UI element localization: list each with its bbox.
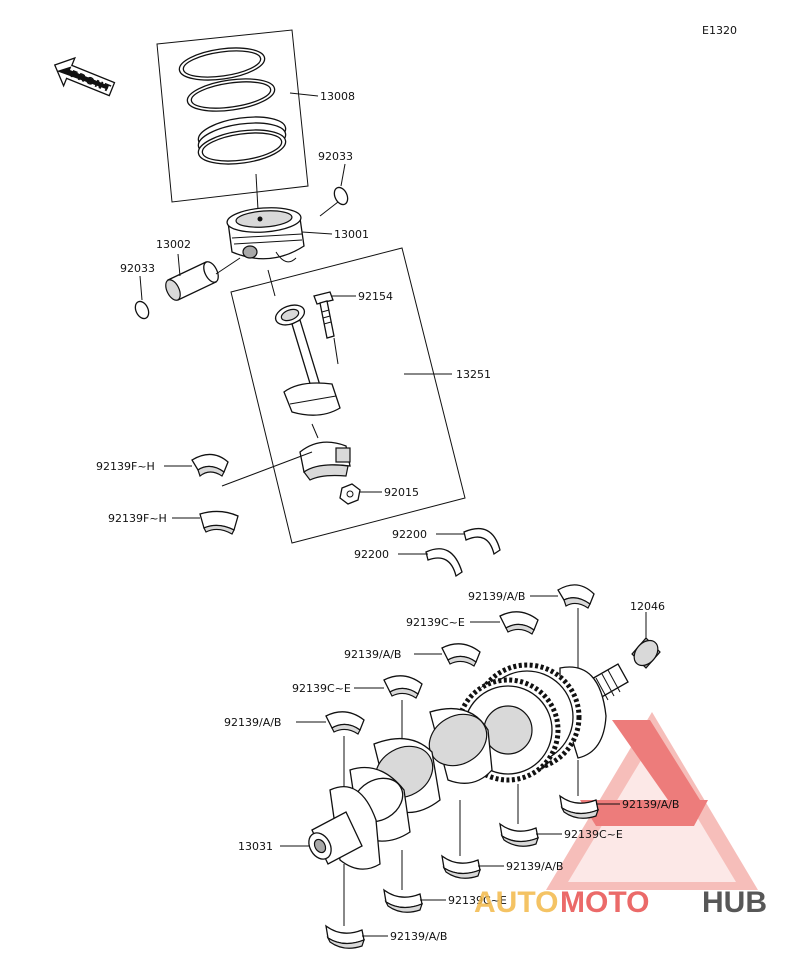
- label-92033-left: 92033: [120, 262, 155, 275]
- label-92139ab-1: 92139/A/B: [468, 590, 525, 603]
- circlip-left: [134, 300, 150, 320]
- label-92139ab-3: 92139/A/B: [224, 716, 281, 729]
- watermark-moto: MOTO: [560, 886, 649, 919]
- label-92015: 92015: [384, 486, 419, 499]
- crankshaft: [280, 662, 629, 870]
- label-92154: 92154: [358, 290, 393, 303]
- label-92033-top: 92033: [318, 150, 353, 163]
- label-13001: 13001: [334, 228, 369, 241]
- conrod-bolt: [313, 291, 356, 365]
- label-92139ce-1: 92139C~E: [406, 616, 465, 629]
- main-bearing-ce-1: [470, 611, 539, 635]
- piston-pin: [165, 253, 241, 301]
- label-12046: 12046: [630, 600, 665, 613]
- thrust-washer-upper: [436, 527, 501, 556]
- label-92139ab-5: 92139/A/B: [506, 860, 563, 873]
- bearing-fh-lower: [172, 510, 239, 535]
- watermark-text: AUTO MOTO HUB: [474, 886, 767, 919]
- diagram-code: E1320: [702, 24, 737, 37]
- connecting-rod: [267, 269, 341, 416]
- label-92139fh-lower: 92139F~H: [108, 512, 167, 525]
- circlip-top: [333, 186, 349, 206]
- main-bearing-ce-2: [354, 675, 423, 760]
- label-92139fh-upper: 92139F~H: [96, 460, 155, 473]
- label-13008: 13008: [320, 90, 355, 103]
- label-92139ce-2: 92139C~E: [292, 682, 351, 695]
- needle-bearing: [631, 612, 661, 669]
- watermark-auto: AUTO: [474, 886, 558, 919]
- piston: [226, 173, 339, 263]
- main-bearing-ce-4: [383, 850, 446, 913]
- main-bearing-ab-1: [530, 584, 595, 672]
- main-bearing-ab-4: [559, 760, 620, 819]
- label-92139ce-3: 92139C~E: [564, 828, 623, 841]
- watermark-hub: HUB: [702, 886, 767, 919]
- main-bearing-ab-2: [414, 643, 481, 667]
- label-92139ab-4: 92139/A/B: [622, 798, 679, 811]
- main-bearing-ce-3: [499, 784, 562, 847]
- label-13002: 13002: [156, 238, 191, 251]
- conrod-cap: [299, 423, 351, 481]
- label-13031: 13031: [238, 840, 273, 853]
- front-arrow-icon: FRONT: [53, 56, 116, 97]
- label-92200-upper: 92200: [392, 528, 427, 541]
- label-92200-lower: 92200: [354, 548, 389, 561]
- rings-bracket: [156, 29, 309, 203]
- label-13251: 13251: [456, 368, 491, 381]
- label-92139ce-4: 92139C~E: [448, 894, 507, 907]
- conrod-nut: [339, 483, 382, 505]
- label-92139ab-2: 92139/A/B: [344, 648, 401, 661]
- watermark-logo: [546, 712, 758, 890]
- bearing-fh-upper: [164, 451, 313, 487]
- main-bearing-ab-5: [441, 800, 504, 879]
- piston-rings-group: [156, 29, 319, 203]
- main-bearing-ab-6: [325, 864, 388, 949]
- label-92139ab-6: 92139/A/B: [390, 930, 447, 943]
- main-bearing-ab-3: [296, 711, 365, 790]
- thrust-washer-lower: [398, 548, 463, 578]
- conrod-bracket: [230, 247, 466, 544]
